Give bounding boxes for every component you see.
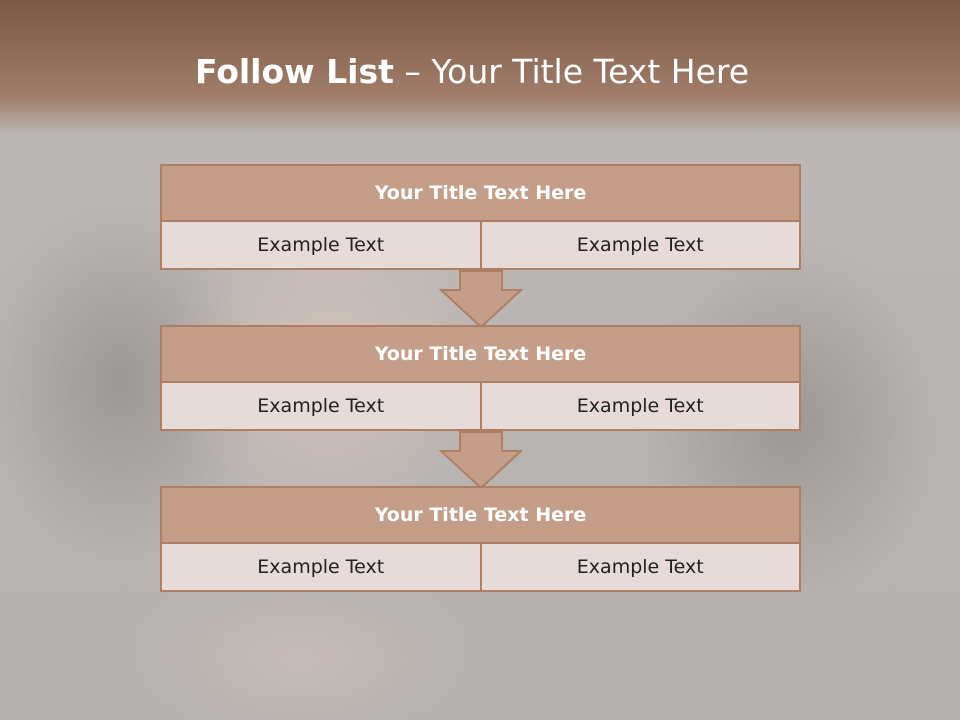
step-cell-right: Example Text (481, 220, 801, 270)
step-title: Your Title Text Here (160, 486, 801, 544)
step-cell-right: Example Text (481, 542, 801, 592)
slide-title-rest: – Your Title Text Here (393, 52, 750, 91)
down-arrow-icon (439, 431, 523, 489)
step-title: Your Title Text Here (160, 164, 801, 222)
step-cell-left: Example Text (160, 220, 482, 270)
step-cell-left: Example Text (160, 381, 482, 431)
step-cell-right: Example Text (481, 381, 801, 431)
step-title: Your Title Text Here (160, 325, 801, 383)
step-row: Example Text Example Text (160, 542, 801, 592)
step-row: Example Text Example Text (160, 220, 801, 270)
step-cell-left: Example Text (160, 542, 482, 592)
down-arrow-icon (439, 270, 523, 328)
header-band (0, 0, 960, 135)
slide-title-bold: Follow List (194, 52, 394, 91)
slide-title: Follow List – Your Title Text Here (0, 52, 944, 91)
step-row: Example Text Example Text (160, 381, 801, 431)
